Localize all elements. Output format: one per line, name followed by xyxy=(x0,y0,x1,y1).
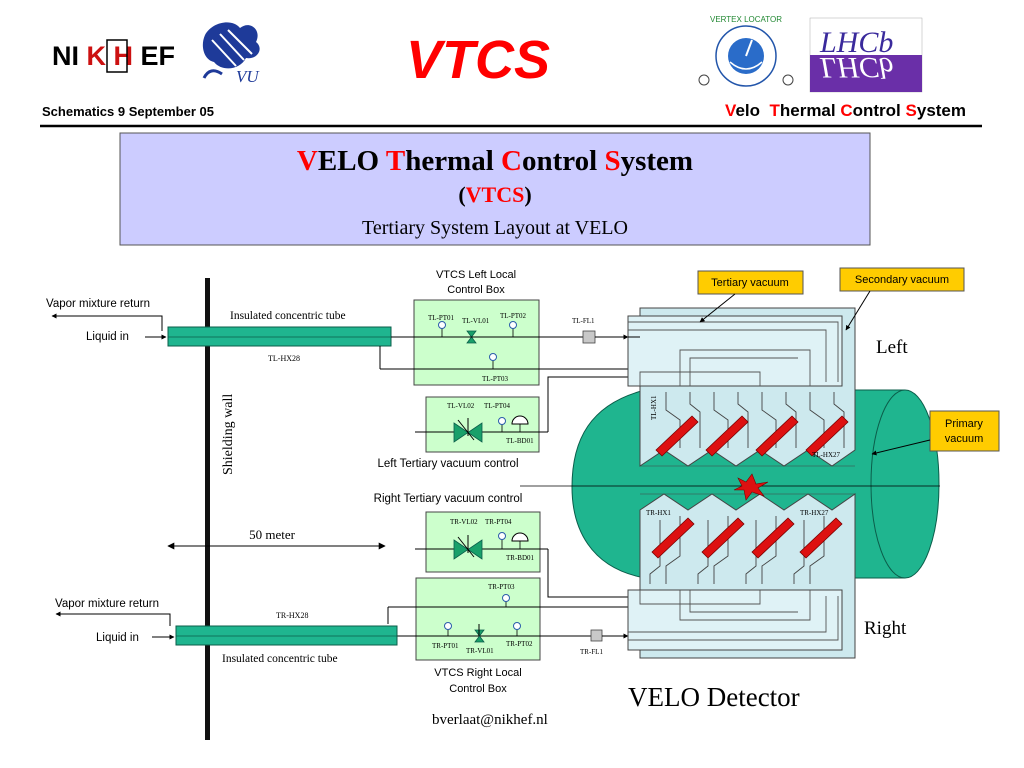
date-subtitle: Schematics 9 September 05 xyxy=(42,104,214,119)
tr-fl1-filter-icon xyxy=(590,629,603,642)
right-control-box xyxy=(415,577,541,661)
tr-pt02-gauge-icon xyxy=(513,622,521,630)
tl-hx1-label: TL-HX1 xyxy=(650,395,658,420)
svg-text:LHCb: LHCb xyxy=(819,51,893,84)
svg-text:LHCb: LHCb xyxy=(819,26,893,59)
right-control-box-title-1: VTCS Right Local xyxy=(434,667,521,679)
right-vacuum-link xyxy=(547,549,628,598)
tl-vl01-label: TL-VL01 xyxy=(462,317,490,325)
left-hx28-label: TL-HX28 xyxy=(268,354,300,363)
left-manifold xyxy=(627,315,843,387)
tertiary-vacuum-callout xyxy=(697,270,804,295)
interaction-point-icon xyxy=(733,473,769,501)
tr-fl1-label: TR-FL1 xyxy=(580,648,603,656)
lhcb-logo: LHCb LHCb xyxy=(809,17,923,93)
left-concentric-tube xyxy=(167,326,392,347)
title-box: VELO Thermal Control System (VTCS) Terti… xyxy=(119,132,871,246)
tertiary-vacuum-label: Tertiary vacuum xyxy=(711,277,789,289)
velo-detector-label: VELO Detector xyxy=(628,682,800,712)
tl-bd01-burst-disk-icon xyxy=(511,415,529,425)
tl-pt02-gauge-icon xyxy=(509,321,517,329)
distance-label: 50 meter xyxy=(249,527,296,542)
svg-text:NI K H EF: NI K H EF xyxy=(52,41,175,71)
left-vacuum-control-title: Left Tertiary vacuum control xyxy=(377,458,518,470)
left-vacuum-link xyxy=(547,376,628,432)
tr-pt01-label: TR-PT01 xyxy=(432,642,459,650)
title-box-subheading: Tertiary System Layout at VELO xyxy=(362,217,628,239)
secondary-vacuum-label: Secondary vacuum xyxy=(855,274,949,286)
left-control-box-title-1: VTCS Left Local xyxy=(436,269,516,281)
right-half-label: Right xyxy=(864,618,907,639)
tl-pt02-label: TL-PT02 xyxy=(500,312,527,320)
left-control-box xyxy=(413,299,540,386)
tl-vl02-label: TL-VL02 xyxy=(447,402,475,410)
system-subtitle: Velo Thermal Control System xyxy=(725,101,966,120)
tr-pt04-gauge-icon xyxy=(498,532,506,540)
tl-pt04-gauge-icon xyxy=(498,417,506,425)
tr-hx1-label: TR-HX1 xyxy=(646,509,671,517)
tl-pt01-label: TL-PT01 xyxy=(428,314,455,322)
tl-pt01-gauge-icon xyxy=(438,321,446,329)
shielding-wall-label: Shielding wall xyxy=(221,394,236,475)
right-vapor-return-arrow xyxy=(55,611,171,626)
author-email: bverlaat@nikhef.nl xyxy=(432,712,548,728)
secondary-vacuum-callout xyxy=(839,267,965,292)
left-control-box-title-2: Control Box xyxy=(447,284,505,296)
tr-pt01-gauge-icon xyxy=(444,622,452,630)
tl-hx27-label: TL-HX27 xyxy=(812,451,840,459)
tr-vl02-label: TR-VL02 xyxy=(450,518,478,526)
right-vapor-return-label: Vapor mixture return xyxy=(55,598,159,610)
left-half-label: Left xyxy=(876,337,908,358)
velo-detector: TL-HX1 TL-HX27 TR-HX1 TR-HX27 xyxy=(520,307,940,659)
left-vapor-return-label: Vapor mixture return xyxy=(46,298,150,310)
title-box-acronym: (VTCS) xyxy=(458,182,531,207)
vu-logo: VU xyxy=(202,22,260,86)
right-modules xyxy=(649,516,843,584)
tr-pt03-label: TR-PT03 xyxy=(488,583,515,591)
primary-vacuum-callout xyxy=(929,410,1000,452)
tl-fl1-label: TL-FL1 xyxy=(572,317,595,325)
left-modules xyxy=(655,392,849,457)
right-liquid-in-label: Liquid in xyxy=(96,632,139,644)
left-tube-label: Insulated concentric tube xyxy=(230,310,346,322)
nikhef-logo: NI K H EF xyxy=(52,39,175,73)
tr-bd01-label: TR-BD01 xyxy=(506,554,535,562)
svg-text:VERTEX LOCATOR: VERTEX LOCATOR xyxy=(710,15,782,24)
svg-text:VU: VU xyxy=(236,67,260,86)
tr-pt02-label: TR-PT02 xyxy=(506,640,533,648)
tl-fl1-filter-icon xyxy=(582,330,596,344)
tr-pt04-label: TR-PT04 xyxy=(485,518,512,526)
tr-pt03-gauge-icon xyxy=(502,594,510,602)
right-control-box-title-2: Control Box xyxy=(449,683,507,695)
right-hx28-label: TR-HX28 xyxy=(276,611,308,620)
page-title: VTCS xyxy=(406,30,550,90)
right-vacuum-control-title: Right Tertiary vacuum control xyxy=(374,493,523,505)
tl-pt04-label: TL-PT04 xyxy=(484,402,511,410)
left-liquid-in-label: Liquid in xyxy=(86,331,129,343)
primary-vacuum-label-1: Primary xyxy=(945,418,983,430)
title-box-heading: VELO Thermal Control System xyxy=(297,145,693,177)
tr-hx27-label: TR-HX27 xyxy=(800,509,829,517)
right-vacuum-control-box xyxy=(425,511,541,573)
right-tube-label: Insulated concentric tube xyxy=(222,653,338,665)
tl-pt03-gauge-icon xyxy=(489,353,497,361)
nikhef-logo-frame xyxy=(106,39,128,73)
right-concentric-tube xyxy=(175,625,398,646)
tl-bd01-label: TL-BD01 xyxy=(506,437,534,445)
shielding-wall xyxy=(205,278,210,740)
tr-vl01-label: TR-VL01 xyxy=(466,647,494,655)
tl-pt03-label: TL-PT03 xyxy=(482,375,509,383)
vertex-locator-logo: VERTEX LOCATOR xyxy=(698,15,794,87)
left-vapor-return-arrow xyxy=(51,313,163,331)
tr-bd01-burst-disk-icon xyxy=(511,532,529,542)
primary-vacuum-label-2: vacuum xyxy=(945,433,984,445)
